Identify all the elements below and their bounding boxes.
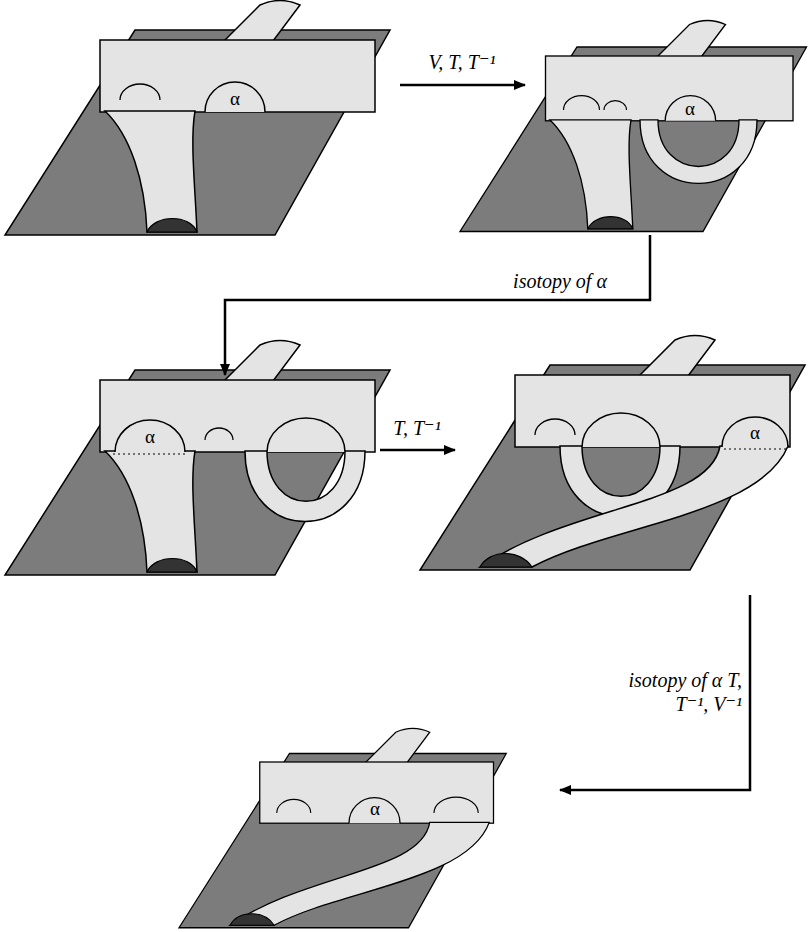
move-label: isotopy of α T, T⁻¹, V⁻¹ xyxy=(620,668,742,716)
panel-node: α xyxy=(525,20,806,235)
curve-label: α xyxy=(685,99,695,118)
move-arrow xyxy=(225,235,650,375)
move-arrow xyxy=(400,84,525,87)
curve-label: α xyxy=(230,89,240,108)
panel-art xyxy=(5,341,390,576)
move-label: V, T, T⁻¹ xyxy=(429,50,496,74)
curve-label: α xyxy=(145,427,155,446)
move-label: isotopy of α xyxy=(513,269,607,293)
curve-label: α xyxy=(370,799,380,818)
panel-art xyxy=(5,1,390,236)
panel-art xyxy=(460,20,807,231)
panel-art xyxy=(420,336,805,571)
panel-node: α xyxy=(215,725,560,930)
move-arrow xyxy=(560,595,750,790)
move-label: T, T⁻¹ xyxy=(393,416,440,440)
move-arrow xyxy=(380,449,455,452)
panel-node: α xyxy=(5,0,400,235)
panel-node: α xyxy=(5,375,380,595)
curve-label: α xyxy=(750,423,760,442)
panel-node: α xyxy=(455,330,806,595)
panel-art xyxy=(179,728,506,927)
